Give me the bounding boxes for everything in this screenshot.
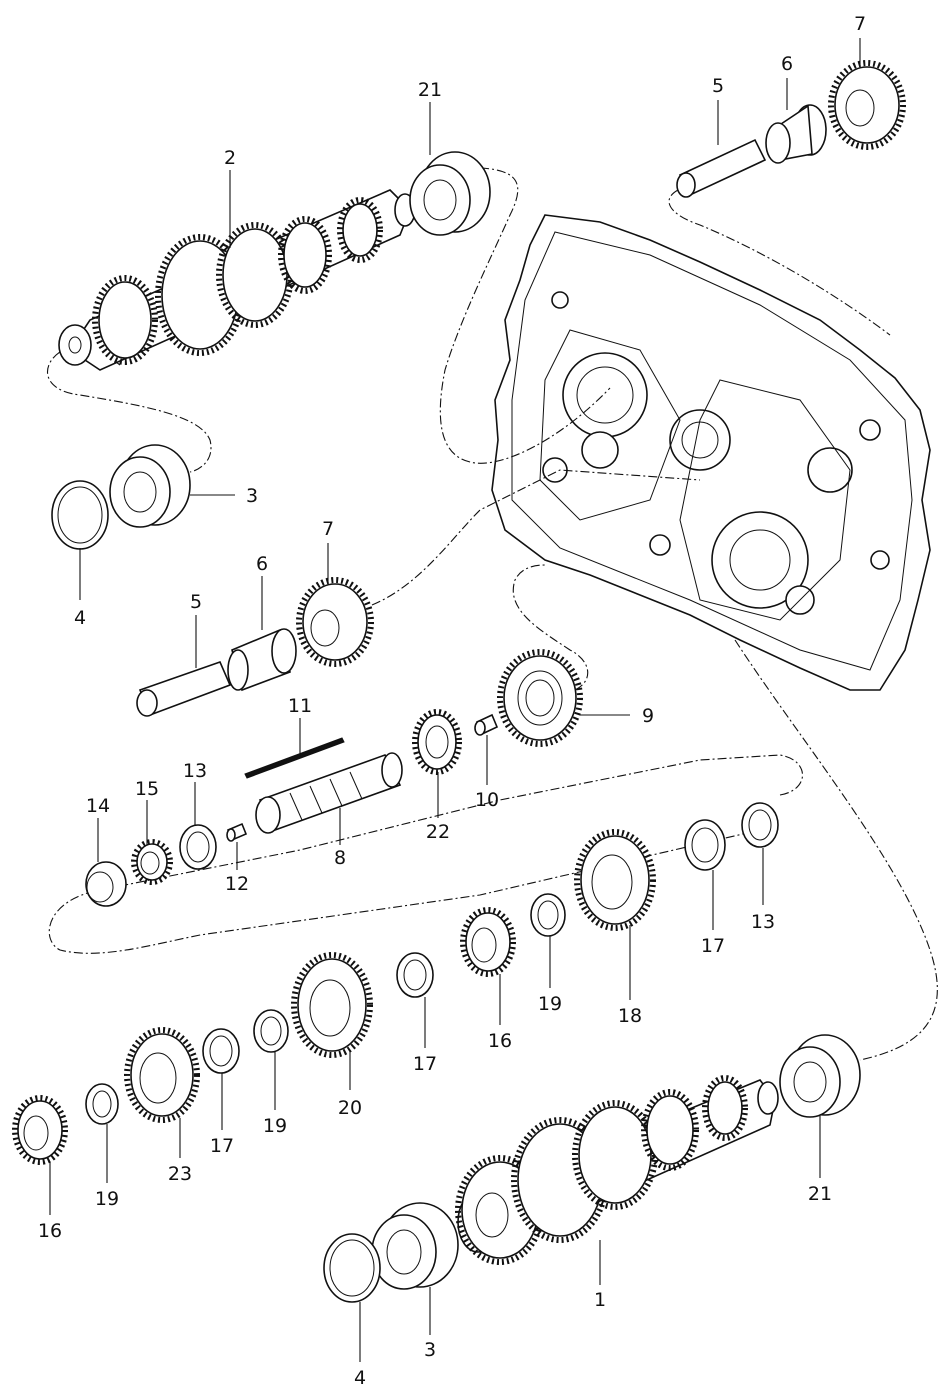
gear-7-mid — [296, 577, 374, 667]
ring-13-left — [179, 824, 217, 870]
callout-6-mid: 6 — [256, 553, 268, 575]
callout-15: 15 — [135, 778, 159, 800]
callout-17-right: 17 — [701, 935, 725, 957]
gear-23 — [124, 1027, 200, 1123]
callout-1: 1 — [594, 1289, 606, 1311]
bearing-3-top — [109, 444, 191, 528]
input-shaft — [58, 189, 416, 371]
bearing-21-top — [409, 151, 491, 236]
callout-2: 2 — [224, 147, 236, 169]
callout-22: 22 — [426, 821, 450, 843]
ring-17-c — [202, 1028, 240, 1074]
gear-9 — [497, 649, 583, 747]
callout-4-top: 4 — [74, 607, 86, 629]
callout-4-bottom: 4 — [354, 1367, 366, 1389]
leader-lines — [49, 38, 861, 1362]
callout-23: 23 — [168, 1163, 192, 1185]
needle-bearing-22 — [412, 709, 462, 775]
gear-18 — [574, 829, 656, 931]
callout-labels: 7 6 5 21 2 3 4 7 6 5 11 9 10 22 8 12 13 … — [38, 13, 866, 1389]
hollow-shaft-8 — [255, 752, 403, 834]
callout-19-c: 19 — [95, 1188, 119, 1210]
ring-19-c — [85, 1083, 119, 1125]
callout-12: 12 — [225, 873, 249, 895]
callout-16-a: 16 — [488, 1030, 512, 1052]
callout-21-top: 21 — [418, 79, 442, 101]
callout-5-top: 5 — [712, 75, 724, 97]
callout-3-top: 3 — [246, 485, 258, 507]
ring-19-b — [253, 1009, 289, 1053]
bearing-3-bottom — [371, 1202, 459, 1290]
ring-13-right — [741, 802, 779, 848]
callout-3-bottom: 3 — [424, 1339, 436, 1361]
gear-20 — [291, 952, 373, 1058]
callout-17-c: 17 — [210, 1135, 234, 1157]
callout-19-a: 19 — [538, 993, 562, 1015]
pin-5-top — [676, 138, 767, 198]
ring-17-right — [684, 819, 726, 871]
bearing-21-bottom — [779, 1034, 861, 1118]
callout-8: 8 — [334, 847, 346, 869]
callout-13-right: 13 — [751, 911, 775, 933]
needle-bearing-6-mid — [227, 628, 297, 692]
sleeve-10 — [474, 713, 499, 736]
pin-5-mid — [136, 660, 232, 717]
snap-ring-4-top — [51, 480, 109, 550]
gear-7-top — [828, 60, 906, 150]
synchro-hub-16-a — [460, 907, 516, 977]
needle-bearing-15 — [131, 839, 173, 885]
callout-17-b: 17 — [413, 1053, 437, 1075]
bushing-14 — [85, 861, 127, 907]
ring-17-b — [396, 952, 434, 998]
output-shaft-1 — [455, 1075, 779, 1265]
callout-19-b: 19 — [263, 1115, 287, 1137]
needle-bearing-6-top — [765, 104, 827, 164]
callout-7-top: 7 — [854, 13, 866, 35]
pin-12 — [226, 822, 248, 842]
callout-16-b: 16 — [38, 1220, 62, 1242]
callout-14: 14 — [86, 795, 110, 817]
pin-11 — [244, 737, 345, 779]
transmission-housing — [491, 214, 931, 691]
synchro-hub-16-b — [12, 1095, 68, 1165]
ring-19-a — [530, 893, 566, 937]
callout-11: 11 — [288, 695, 312, 717]
callout-21-bottom: 21 — [808, 1183, 832, 1205]
callout-5-mid: 5 — [190, 591, 202, 613]
callout-7-mid: 7 — [322, 518, 334, 540]
snap-ring-4-bottom — [323, 1233, 381, 1303]
callout-18: 18 — [618, 1005, 642, 1027]
callout-20: 20 — [338, 1097, 362, 1119]
callout-10: 10 — [475, 789, 499, 811]
callout-6-top: 6 — [781, 53, 793, 75]
callout-13-left: 13 — [183, 760, 207, 782]
callout-9: 9 — [642, 705, 654, 727]
